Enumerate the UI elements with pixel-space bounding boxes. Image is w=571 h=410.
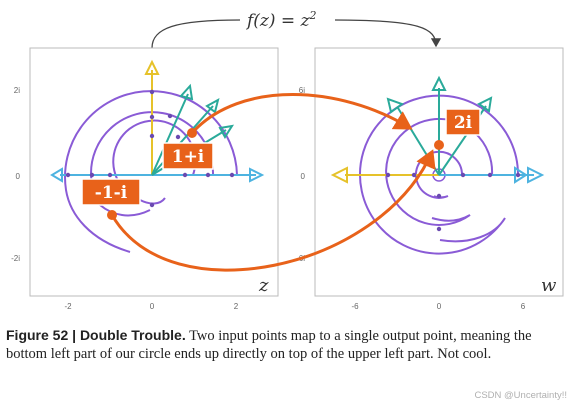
left-ytick-top: 2i xyxy=(14,86,20,95)
left-teal-ray-3-head xyxy=(218,124,235,139)
caption-body: Two input points map to a single output … xyxy=(6,328,532,362)
label-box-minus-one-minus-i xyxy=(81,178,141,206)
figure-canvas: f(z) = z2 2i 0 -2i -2 0 2 xyxy=(11,9,564,311)
left-spiral-outer xyxy=(64,90,238,253)
map-arrow-upper xyxy=(190,93,413,135)
left-blue-ray-tail xyxy=(50,167,63,183)
label-one-plus-i: 1+i xyxy=(172,147,205,167)
label-box-two-i xyxy=(445,108,481,136)
left-panel: 2i 0 -2i -2 0 2 z xyxy=(11,47,279,311)
label-two-i: 2i xyxy=(454,113,473,133)
caption-heading: Figure 52 | Double Trouble. xyxy=(6,327,186,343)
watermark: CSDN @Uncertainty!! xyxy=(474,390,567,401)
label-minus-one-minus-i: -1-i xyxy=(95,183,128,203)
right-xtick-right: 6 xyxy=(521,302,526,311)
left-spiral-inner xyxy=(112,119,197,205)
left-intersection-dots xyxy=(65,89,235,208)
right-blue-ray-tail xyxy=(514,166,528,184)
point-two-i xyxy=(434,140,444,150)
right-xtick-left: -6 xyxy=(351,302,359,311)
right-teal-ray-2-head xyxy=(431,75,447,91)
right-blue-ray-head xyxy=(527,166,545,184)
mapping-connector-arrow xyxy=(151,19,436,48)
right-intersection-dots xyxy=(385,172,521,232)
left-teal-ray-1 xyxy=(151,93,189,176)
label-box-one-plus-i xyxy=(162,142,214,170)
left-yellow-ray-head xyxy=(144,59,160,75)
right-xtick-mid: 0 xyxy=(437,302,442,311)
mapping-formula: f(z) = z2 xyxy=(245,9,317,31)
left-ytick-mid: 0 xyxy=(16,172,21,181)
map-arrow-lower xyxy=(110,149,436,272)
right-teal-ray-3-head xyxy=(477,96,493,113)
right-ytick-mid: 0 xyxy=(301,172,306,181)
right-teal-ray-1-head xyxy=(386,97,405,114)
figure-caption: Figure 52 | Double Trouble. Two input po… xyxy=(6,326,566,363)
right-panel: 6i 0 -6i -6 0 6 w xyxy=(296,47,564,311)
left-teal-ray-2 xyxy=(151,105,214,176)
right-ytick-top: 6i xyxy=(299,86,305,95)
right-panel-label: w xyxy=(541,275,557,296)
left-spiral-mid xyxy=(90,111,215,217)
left-xtick-left: -2 xyxy=(64,302,72,311)
left-ytick-bottom: -2i xyxy=(11,254,20,263)
point-one-plus-i xyxy=(187,128,197,138)
left-blue-ray-head xyxy=(249,167,265,183)
point-minus-one-minus-i xyxy=(107,210,117,220)
left-teal-ray-1-head xyxy=(179,83,194,101)
left-xtick-mid: 0 xyxy=(150,302,155,311)
left-teal-ray-2-head xyxy=(205,98,220,114)
left-xtick-right: 2 xyxy=(234,302,239,311)
right-yellow-ray-head xyxy=(330,166,348,184)
right-spiral-outer xyxy=(359,94,520,255)
left-panel-label: z xyxy=(258,275,269,296)
